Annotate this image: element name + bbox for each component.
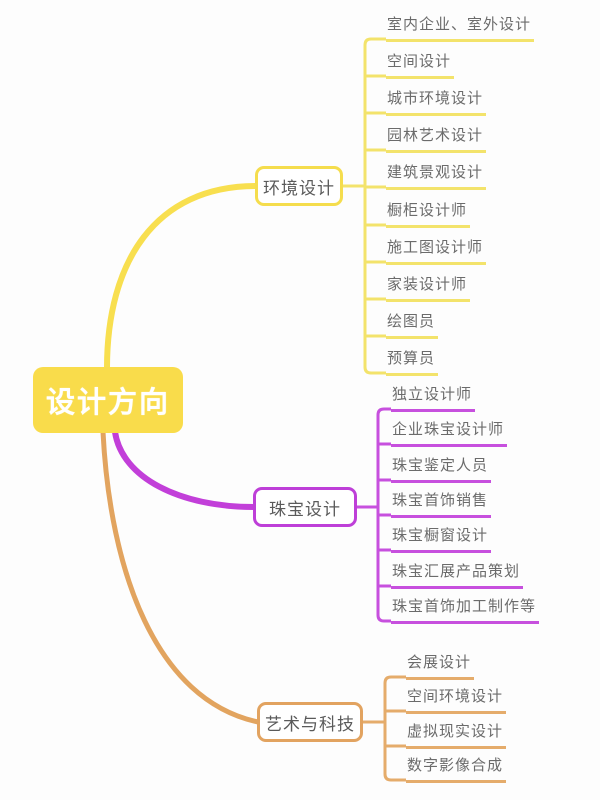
env-child-node: 绘图员 <box>386 314 439 339</box>
env-child-node: 室内企业、室外设计 <box>386 17 535 42</box>
root-to-jewelry-curve <box>112 429 257 510</box>
art-child-node: 数字影像合成 <box>406 758 507 783</box>
env-child-node: 城市环境设计 <box>386 91 487 116</box>
art-child-node: 空间环境设计 <box>406 689 507 714</box>
branch-node-environment: 环境设计 <box>255 166 343 206</box>
root-node: 设计方向 <box>33 367 183 433</box>
jewelry-bracket <box>357 407 391 623</box>
env-child-node: 橱柜设计师 <box>386 203 471 228</box>
environment-bracket <box>342 37 386 375</box>
root-to-environment-curve <box>104 183 259 371</box>
art-bracket <box>363 675 406 782</box>
branch-node-jewelry: 珠宝设计 <box>253 487 357 527</box>
jewelry-child-node: 企业珠宝设计师 <box>391 422 508 447</box>
art-child-node: 会展设计 <box>406 655 475 680</box>
env-child-node: 建筑景观设计 <box>386 165 487 190</box>
branch-node-art: 艺术与科技 <box>257 702 363 742</box>
art-child-node: 虚拟现实设计 <box>406 724 507 749</box>
jewelry-child-node: 珠宝鉴定人员 <box>391 458 492 483</box>
jewelry-child-node: 独立设计师 <box>391 387 476 412</box>
env-child-node: 园林艺术设计 <box>386 128 487 153</box>
jewelry-child-node: 珠宝汇展产品策划 <box>391 564 524 589</box>
jewelry-child-node: 珠宝橱窗设计 <box>391 528 492 553</box>
env-child-node: 空间设计 <box>386 54 455 79</box>
env-child-node: 家装设计师 <box>386 277 471 302</box>
env-child-node: 施工图设计师 <box>386 240 487 265</box>
root-to-art-curve <box>100 429 261 725</box>
jewelry-child-node: 珠宝首饰销售 <box>391 493 492 518</box>
jewelry-child-node: 珠宝首饰加工制作等 <box>391 599 540 624</box>
env-child-node: 预算员 <box>386 351 439 376</box>
